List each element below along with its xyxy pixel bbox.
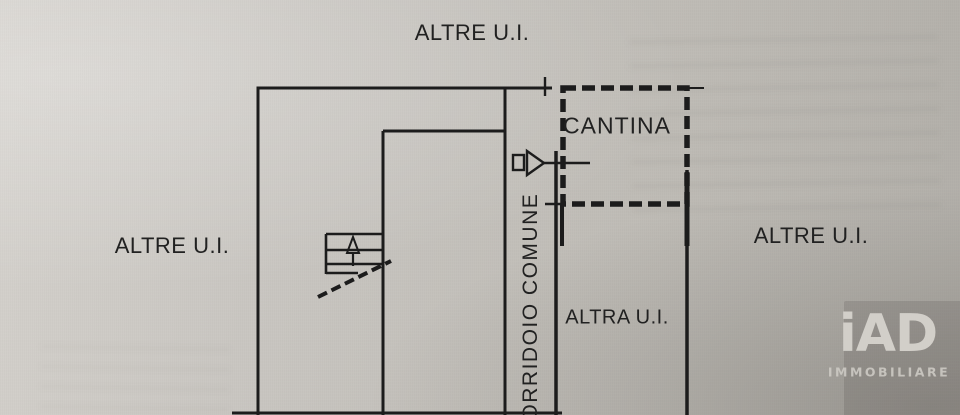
stairs-up-arrow-icon — [345, 234, 361, 266]
outer-unit-walls — [232, 77, 562, 415]
label-altra-ui: ALTRA U.I. — [565, 306, 669, 329]
label-cantina: CANTINA — [563, 112, 671, 139]
iad-logo-subtitle: IMMOBILIARE — [827, 364, 951, 380]
corridor-walls — [503, 88, 558, 415]
stairs-icon — [317, 232, 392, 299]
inner-room-walls — [381, 129, 505, 415]
altra-unit-walls — [545, 170, 690, 415]
stairs-break-line — [317, 259, 392, 299]
cantina-dashed-walls — [560, 85, 704, 207]
door-opening-icon — [511, 148, 590, 178]
label-corridoio-comune: CORRIDOIO COMUNE — [519, 192, 542, 415]
label-altre-ui-top: ALTRE U.I. — [414, 20, 530, 45]
label-altre-ui-right: ALTRE U.I. — [753, 223, 869, 248]
iad-logo: iAD — [838, 304, 938, 364]
watermark-box — [844, 301, 960, 415]
label-altre-ui-left: ALTRE U.I. — [114, 233, 230, 258]
